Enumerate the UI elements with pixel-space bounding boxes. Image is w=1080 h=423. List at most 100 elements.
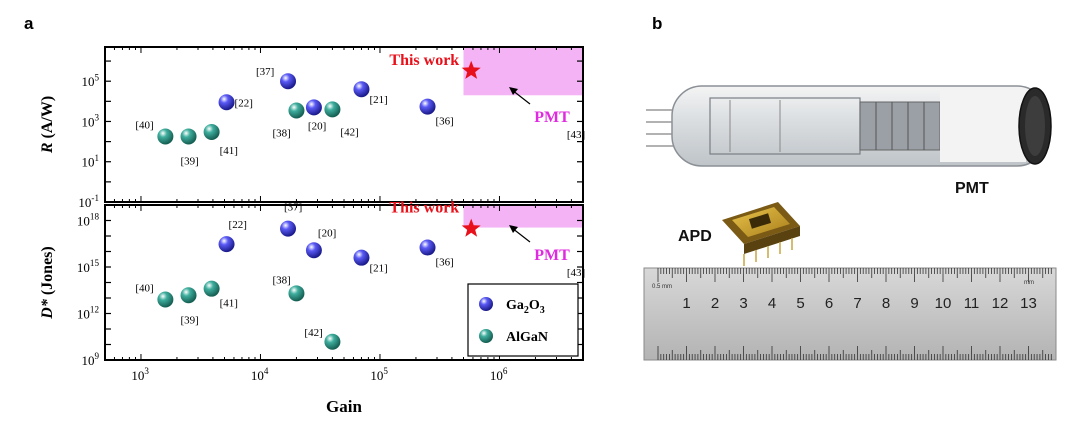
this-work-label: This work <box>389 200 459 217</box>
ruler-number: 8 <box>882 295 890 312</box>
this-work-star <box>461 218 481 237</box>
data-point-algan <box>324 101 341 118</box>
x-tick-label: 106 <box>490 366 508 383</box>
y-tick-label: 103 <box>81 113 99 130</box>
point-label: [22] <box>229 219 247 231</box>
point-label: [21] <box>369 94 387 106</box>
data-point-algan <box>203 123 220 140</box>
legend-entry-label: Ga2O3 <box>506 298 545 316</box>
data-point-algan <box>180 128 197 145</box>
pmt-label: PMT <box>534 109 570 126</box>
data-point-algan <box>180 287 197 304</box>
ruler-number: 9 <box>910 295 918 312</box>
point-label: [40] <box>135 119 153 131</box>
x-tick-label: 103 <box>131 366 149 383</box>
point-label: [42] <box>304 327 322 339</box>
y-tick-label: 1012 <box>77 305 100 322</box>
data-point-ga2o3 <box>419 239 436 256</box>
legend-marker <box>479 297 493 311</box>
ruler-number: 2 <box>711 295 719 312</box>
chart-panel-2: 109 1012 1015 1018 103 104 105 106 D* (Jones) [37… <box>39 200 585 416</box>
panel-label-b: b <box>652 14 663 33</box>
point-label: [37] <box>256 66 274 78</box>
y-tick-label: 1018 <box>77 212 100 229</box>
panel-label-a: a <box>24 14 34 33</box>
ruler-number: 11 <box>964 295 980 312</box>
y-tick-label: 1015 <box>77 258 100 275</box>
ruler-unit-right: mm <box>1024 280 1034 286</box>
pmt-label: PMT <box>534 247 570 264</box>
ruler-number: 12 <box>992 295 1009 312</box>
apd-chip <box>722 202 800 266</box>
point-label: [22] <box>235 97 253 109</box>
pmt-label: PMT <box>955 180 989 197</box>
point-label: [20] <box>318 227 336 239</box>
point-label: [39] <box>181 155 199 167</box>
legend-marker <box>479 329 493 343</box>
x-axis-label: Gain <box>326 397 362 416</box>
legend-entry-label: AlGaN <box>506 330 548 345</box>
y-axis-label: R (A/W) <box>39 96 56 154</box>
data-point-ga2o3 <box>280 73 297 90</box>
point-label: [38] <box>272 274 290 286</box>
point-label: [21] <box>369 263 387 275</box>
this-work-star <box>461 60 481 79</box>
pmt-region <box>463 47 583 96</box>
data-point-ga2o3 <box>353 249 370 266</box>
x-tick-label: 105 <box>370 366 388 383</box>
data-point-ga2o3 <box>305 99 322 116</box>
ruler-number: 7 <box>853 295 861 312</box>
point-label: [38] <box>272 128 290 140</box>
ruler-unit-left: 0.5 mm <box>652 284 672 290</box>
y-tick-label: 109 <box>81 351 99 368</box>
point-label: [41] <box>220 145 238 157</box>
data-point-algan <box>203 280 220 297</box>
point-label: [37] <box>284 202 302 214</box>
data-point-ga2o3 <box>218 236 235 253</box>
data-point-ga2o3 <box>305 242 322 259</box>
pmt-arrowhead <box>509 225 518 233</box>
point-label: [40] <box>135 283 153 295</box>
ruler-number: 13 <box>1020 295 1037 312</box>
y-tick-label: 10-1 <box>78 193 99 210</box>
chart-panel-1: 10-1 101 103 105 R (A/W) [37] [22] [20] [21] [36]… <box>39 46 585 210</box>
ruler-number: 5 <box>796 295 804 312</box>
this-work-label: This work <box>389 52 459 69</box>
pmt-ref-label: [43] <box>567 129 585 141</box>
y-tick-label: 101 <box>81 153 99 170</box>
point-label: [36] <box>436 116 454 128</box>
x-tick-label: 104 <box>251 366 269 383</box>
point-label: [39] <box>181 314 199 326</box>
ruler-number: 3 <box>739 295 747 312</box>
y-tick-label: 105 <box>81 72 99 89</box>
point-label: [42] <box>340 126 358 138</box>
pmt-tube <box>646 85 1052 167</box>
apd-label: APD <box>678 228 712 245</box>
y-axis-label: D* (Jones) <box>39 246 56 319</box>
data-point-ga2o3 <box>280 220 297 237</box>
data-point-algan <box>157 128 174 145</box>
ruler-number: 6 <box>825 295 833 312</box>
pmt-ref-label: [43] <box>567 267 585 279</box>
legend-box <box>467 283 579 357</box>
point-label: [20] <box>308 120 326 132</box>
ruler-number: 1 <box>682 295 690 312</box>
data-point-algan <box>288 102 305 119</box>
ruler-number: 10 <box>935 295 952 312</box>
data-point-algan <box>324 333 341 350</box>
point-label: [36] <box>436 257 454 269</box>
data-point-algan <box>157 291 174 308</box>
scatter-chart: 10-1 101 103 105 R (A/W) [37] [22] [20] [21] [36]… <box>39 46 585 416</box>
pmt-arrowhead <box>509 87 518 95</box>
data-point-ga2o3 <box>218 94 235 111</box>
data-point-ga2o3 <box>353 81 370 98</box>
point-label: [41] <box>220 298 238 310</box>
pmt-region <box>463 205 583 228</box>
ruler-number: 4 <box>768 295 776 312</box>
data-point-algan <box>288 285 305 302</box>
data-point-ga2o3 <box>419 98 436 115</box>
